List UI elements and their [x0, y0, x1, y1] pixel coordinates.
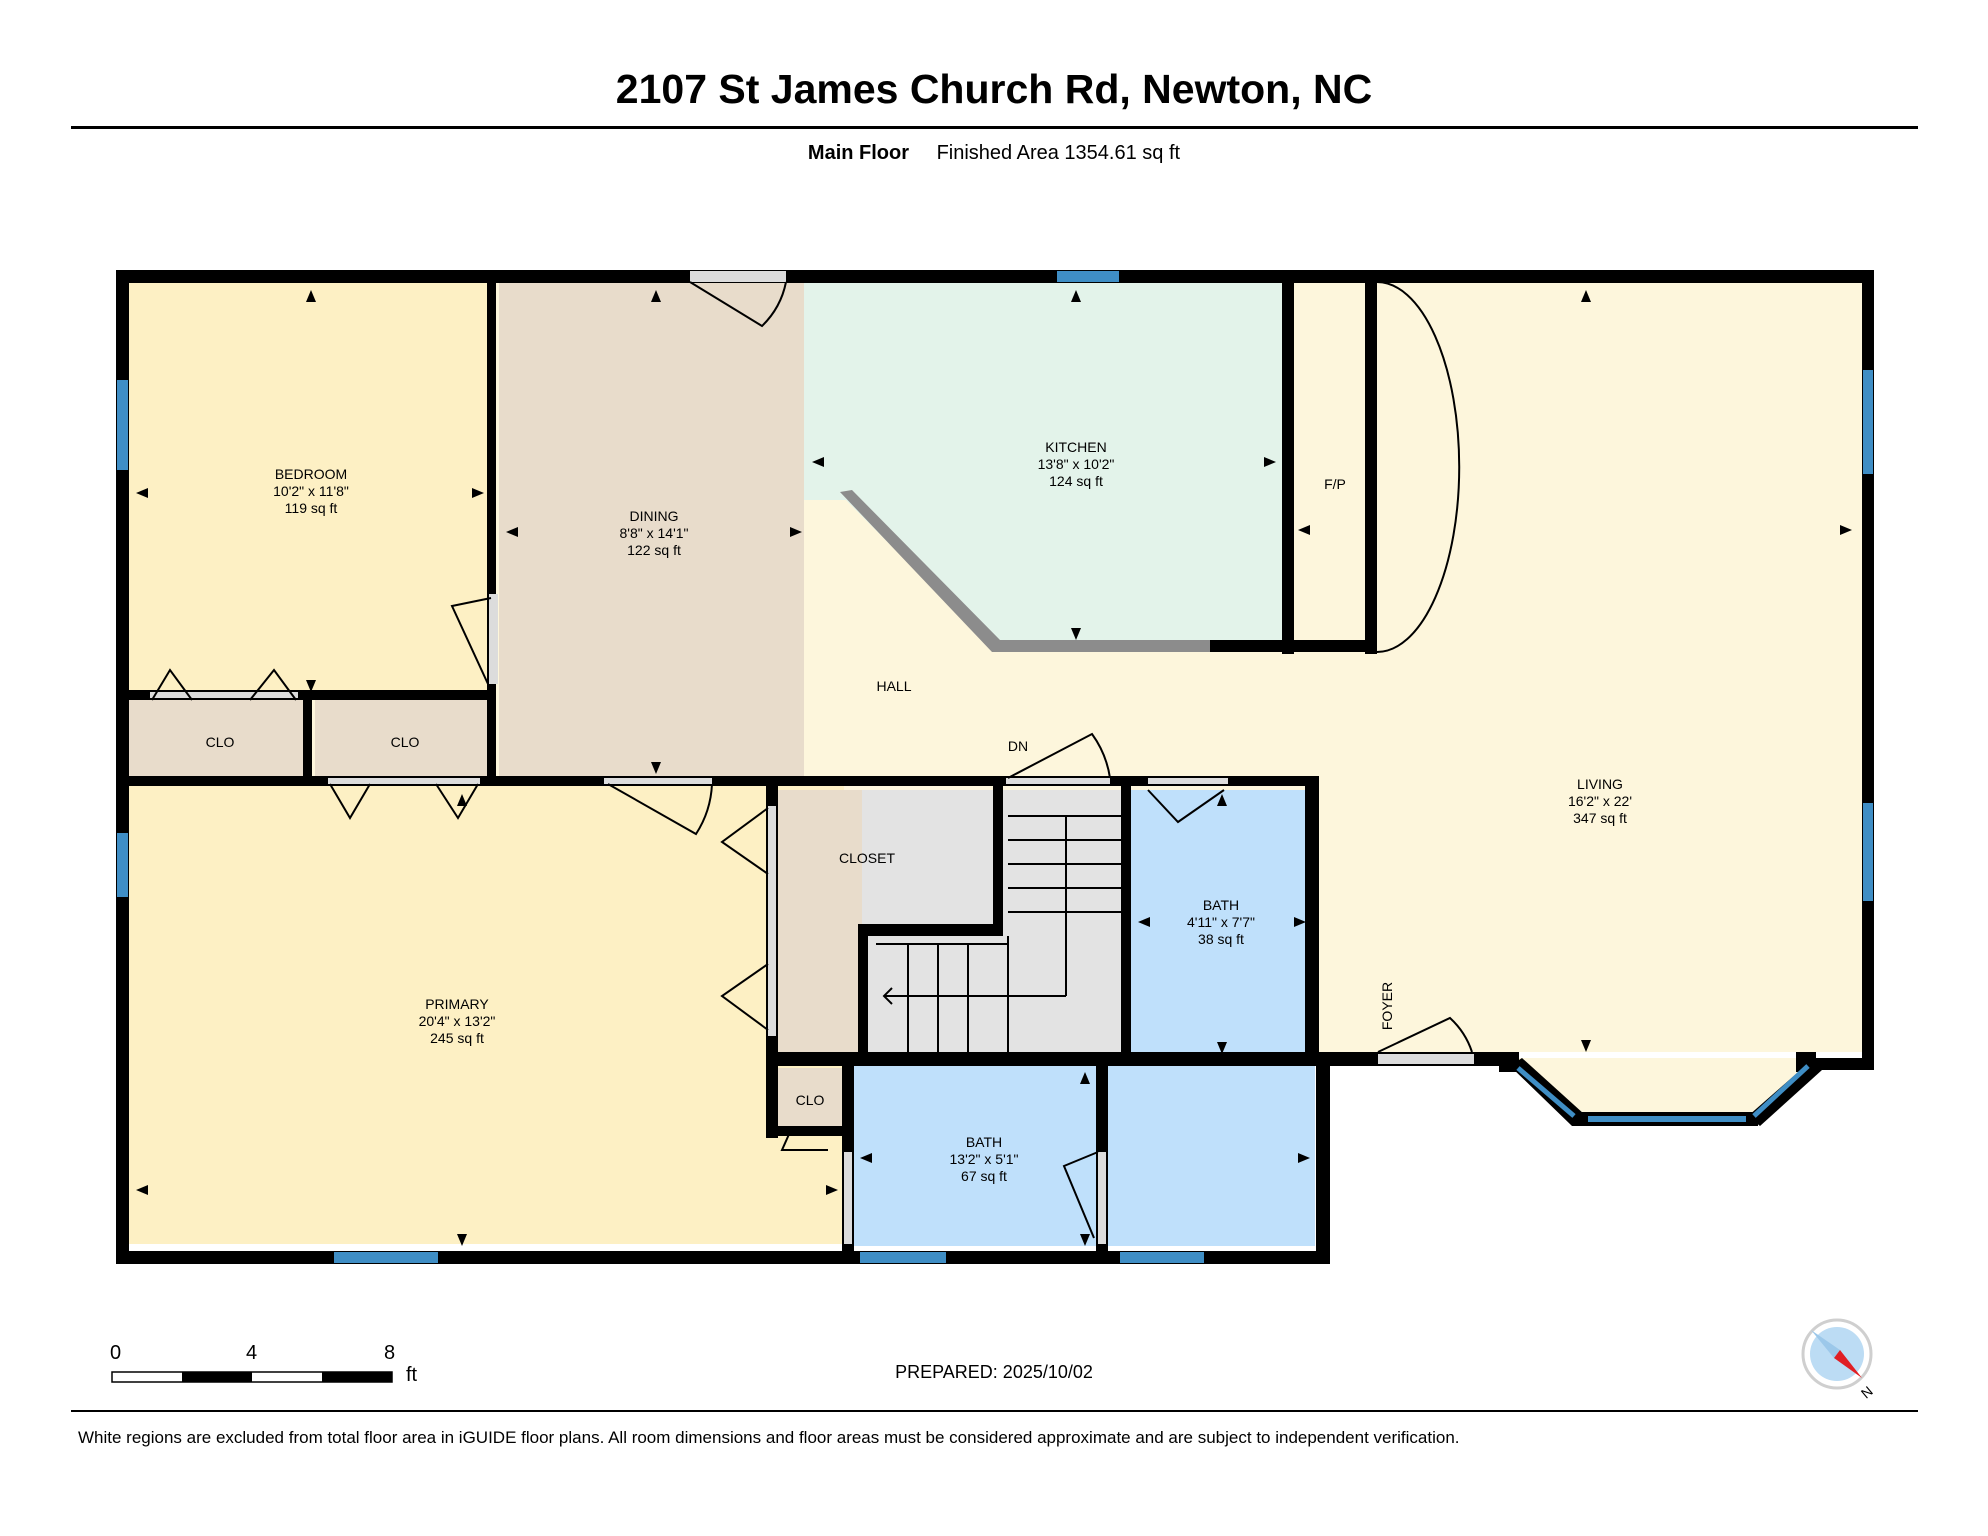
door-openings	[150, 271, 1474, 1244]
clo3-fill	[778, 1068, 842, 1132]
living-dims: 16'2" x 22'	[1568, 793, 1632, 809]
scale-bar	[111, 1371, 393, 1383]
bath-upper-dims: 4'11" x 7'7"	[1187, 914, 1255, 930]
dining-area: 122 sq ft	[627, 542, 681, 558]
floor-info: Main Floor Finished Area 1354.61 sq ft	[0, 142, 1988, 165]
compass-north: N	[1858, 1383, 1876, 1402]
dimension-arrows	[136, 290, 1852, 1246]
foyer-label: FOYER	[1379, 982, 1395, 1030]
footer-divider	[71, 1410, 1918, 1412]
compass-icon: N	[1801, 1318, 1876, 1402]
dining-fill	[499, 282, 804, 776]
bedroom-dims: 10'2" x 11'8"	[273, 483, 349, 499]
primary-dims: 20'4" x 13'2"	[419, 1013, 496, 1029]
bifold-doors	[151, 668, 769, 1031]
kitchen-area: 124 sq ft	[1049, 473, 1103, 489]
stairs	[876, 815, 1121, 1052]
scale-tick-0: 0	[110, 1342, 122, 1364]
dining-name: DINING	[630, 508, 679, 524]
clo2-fill	[315, 700, 491, 776]
bath-lower-dims: 13'2" x 5'1"	[950, 1151, 1019, 1167]
hall-label: HALL	[876, 678, 911, 694]
dining-dims: 8'8" x 14'1"	[620, 525, 689, 541]
finished-area: Finished Area 1354.61 sq ft	[936, 142, 1181, 164]
bedroom-fill	[124, 282, 491, 700]
scale-tick-8: 8	[384, 1342, 396, 1364]
bay-window-fill	[1516, 1058, 1820, 1118]
bath-lower-name: BATH	[966, 1134, 1002, 1150]
kitchen-dims: 13'8" x 10'2"	[1038, 456, 1115, 472]
primary-name: PRIMARY	[425, 996, 489, 1012]
clo2-label: CLO	[391, 734, 420, 750]
room-labels: BEDROOM 10'2" x 11'8" 119 sq ft DINING 8…	[206, 439, 1632, 1184]
primary-fill	[124, 784, 844, 1244]
door-swings	[450, 281, 1473, 1239]
bath-upper-area: 38 sq ft	[1198, 931, 1244, 947]
fireplace-label: F/P	[1324, 476, 1346, 492]
closet-label: CLOSET	[839, 850, 895, 866]
scale-tick-4: 4	[246, 1342, 258, 1364]
stairs-down-label: DN	[1008, 738, 1028, 754]
living-area: 347 sq ft	[1573, 810, 1627, 826]
bath-lower-fill	[854, 1066, 1315, 1246]
floor-name: Main Floor	[807, 142, 910, 164]
clo3-label: CLO	[796, 1092, 825, 1108]
bath-upper-name: BATH	[1203, 897, 1239, 913]
bath-lower-area: 67 sq ft	[961, 1168, 1007, 1184]
clo1-fill	[124, 700, 306, 776]
primary-area: 245 sq ft	[430, 1030, 484, 1046]
header-divider	[71, 126, 1918, 129]
kitchen-fill	[804, 282, 1282, 644]
bedroom-area: 119 sq ft	[285, 500, 338, 516]
prepared-date: PREPARED: 2025/10/02	[895, 1362, 1093, 1382]
bedroom-name: BEDROOM	[275, 466, 347, 482]
scale-unit: ft	[406, 1364, 418, 1386]
page-title: 2107 St James Church Rd, Newton, NC	[615, 66, 1373, 112]
bay-window	[1510, 1058, 1822, 1126]
living-name: LIVING	[1577, 776, 1623, 792]
windows	[117, 271, 1873, 1263]
bath-upper-fill	[1131, 790, 1309, 1056]
clo1-label: CLO	[206, 734, 235, 750]
kitchen-name: KITCHEN	[1045, 439, 1106, 455]
disclaimer: White regions are excluded from total fl…	[78, 1428, 1460, 1447]
